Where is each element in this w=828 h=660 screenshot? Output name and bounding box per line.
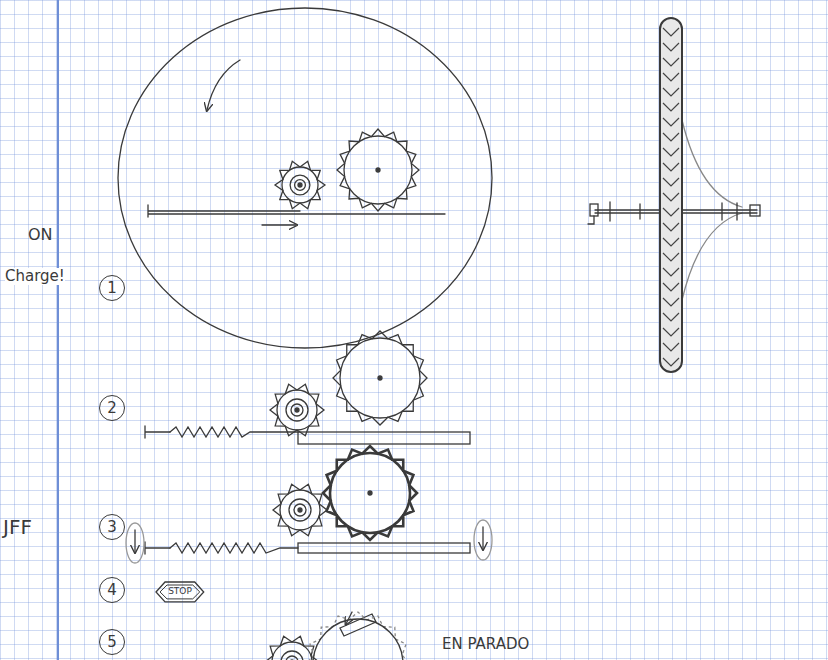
gear-ring [286, 399, 308, 421]
tread-chevron [663, 298, 679, 306]
node-text: STOP [168, 587, 192, 597]
spring-rack [148, 205, 445, 217]
tread-chevron [663, 313, 679, 321]
gear-body [313, 619, 403, 660]
stop-hexagon [156, 582, 204, 602]
tread-chevron [663, 283, 679, 291]
gear-body [344, 136, 412, 204]
gear-body [330, 453, 410, 533]
gears [265, 129, 427, 660]
spring-end [145, 426, 170, 438]
rack-bar [298, 432, 470, 444]
gear-ring [291, 404, 303, 416]
tread-chevron [663, 208, 679, 216]
gear-ring [294, 504, 306, 516]
gear-axle [378, 376, 382, 380]
note-text: Charge! [5, 268, 65, 285]
gear-body [272, 642, 312, 660]
gear-teeth [273, 484, 327, 535]
node-text: 1 [107, 280, 117, 297]
axle-nut [750, 205, 760, 216]
state-label: JFF [3, 516, 32, 538]
spring [170, 543, 298, 553]
tread-chevron [663, 103, 679, 111]
node-text: 2 [107, 400, 117, 417]
stop-sign: STOP [155, 581, 205, 603]
spring-end [145, 542, 170, 554]
gear-teeth [306, 612, 410, 660]
tread-chevron [663, 178, 679, 186]
tread-chevron [663, 163, 679, 171]
latch-arrow [346, 612, 352, 624]
gear-teeth [333, 331, 427, 425]
gear-body [340, 338, 420, 418]
tread-chevron [663, 343, 679, 351]
stop-hexagon-inner [160, 585, 200, 599]
tread-chevron [663, 238, 679, 246]
big-wheel-outline [118, 8, 492, 348]
gear-ring [290, 175, 310, 195]
step-number: 5 [99, 629, 126, 656]
node-text: 3 [107, 519, 117, 536]
tread-chevron [663, 358, 679, 366]
rotation-arrow [207, 60, 240, 110]
tread-chevron [663, 88, 679, 96]
gear-axle [376, 168, 380, 172]
rack-bar [298, 543, 470, 553]
spring [170, 427, 298, 437]
tread-chevron [663, 133, 679, 141]
tread-chevron [663, 193, 679, 201]
gear-teeth [323, 446, 417, 540]
tire-tread [663, 28, 679, 366]
gear-ring [295, 180, 306, 191]
gear-body [282, 167, 318, 203]
tread-chevron [663, 148, 679, 156]
tread-chevron [663, 43, 679, 51]
step-number: 2 [99, 395, 126, 422]
gear-ring [281, 651, 303, 660]
step-number: 4 [99, 577, 126, 604]
motion-arrow [262, 224, 296, 225]
down-arrow [134, 530, 135, 552]
step-number: 3 [99, 514, 126, 541]
step-number: 1 [99, 275, 126, 302]
gear-axle [298, 183, 302, 187]
tread-chevron [663, 58, 679, 66]
gear-teeth [265, 636, 319, 660]
gear-teeth [270, 384, 324, 435]
gear-axle [295, 408, 299, 412]
tread-chevron [663, 253, 679, 261]
tire [660, 18, 682, 372]
tread-chevron [663, 223, 679, 231]
gear-body [280, 490, 320, 530]
gear-teeth [337, 129, 419, 211]
crank [590, 204, 598, 216]
down-arrow [482, 527, 483, 549]
note-text: EN PARADO [442, 636, 529, 653]
tread-chevron [663, 328, 679, 336]
latch-piece [340, 614, 376, 636]
node-text: 4 [107, 582, 117, 599]
tread-chevron [663, 268, 679, 276]
release-mark [126, 523, 144, 563]
crank-handle [588, 216, 594, 224]
tread-chevron [663, 118, 679, 126]
release-mark [474, 520, 492, 560]
node-text: 5 [107, 634, 117, 651]
gear-ring [286, 656, 298, 660]
tread-chevron [663, 28, 679, 36]
tread-chevron [663, 73, 679, 81]
gear-teeth [275, 161, 325, 209]
gear-ring [289, 499, 311, 521]
gear-axle [298, 508, 302, 512]
gear-axle [368, 491, 372, 495]
state-label: ON [28, 226, 53, 244]
gear-body [277, 390, 317, 430]
